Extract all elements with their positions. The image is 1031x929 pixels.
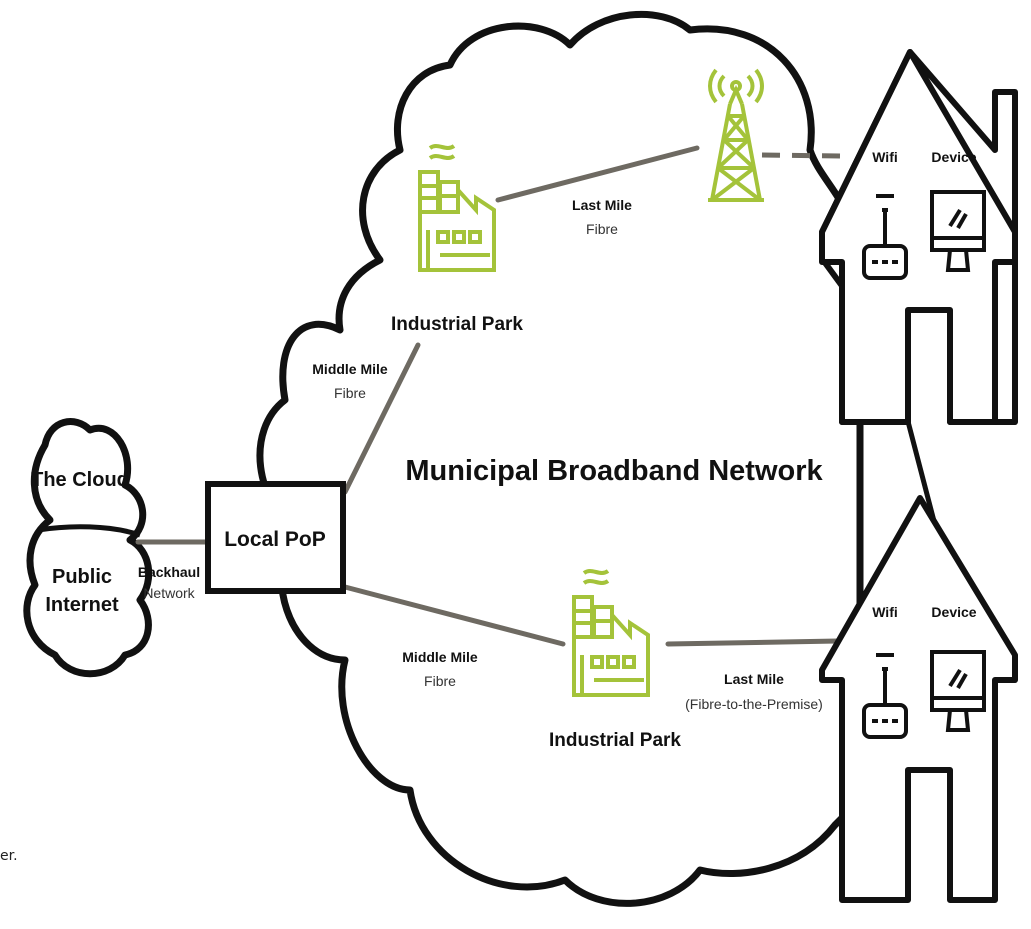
- cell-tower-icon: [708, 68, 764, 202]
- backhaul-label: Backhaul: [138, 564, 200, 580]
- monitor-icon: [930, 650, 986, 732]
- last-mile-top-label: Last Mile: [572, 197, 632, 213]
- stray-caption-text: er.: [0, 848, 18, 864]
- cloud-label: The Cloud: [31, 469, 129, 491]
- internet-label-line1: Public: [52, 566, 112, 588]
- router-icon: [862, 194, 908, 280]
- last-mile-bottom-label: Last Mile: [724, 671, 784, 687]
- device-label-top: Device: [931, 149, 976, 165]
- last-mile-bottom-sublabel: (Fibre-to-the-Premise): [685, 696, 823, 712]
- wifi-label-top: Wifi: [872, 149, 898, 165]
- middle-mile-bottom-link: [342, 584, 566, 647]
- middle-mile-bottom-sublabel: Fibre: [424, 673, 456, 689]
- monitor-icon: [930, 190, 986, 272]
- diagram-title: Municipal Broadband Network: [405, 455, 823, 487]
- wireless-link: [761, 152, 841, 159]
- house-connector: [902, 409, 938, 526]
- backhaul-sublabel: Network: [143, 585, 195, 601]
- device-label-bottom: Device: [931, 604, 976, 620]
- last-mile-top-sublabel: Fibre: [586, 221, 618, 237]
- middle-mile-top-label: Middle Mile: [312, 361, 388, 377]
- last-mile-top-link: [495, 145, 700, 203]
- middle-mile-bottom-label: Middle Mile: [402, 649, 478, 665]
- middle-mile-top-link: [342, 342, 421, 495]
- local-pop-label: Local PoP: [224, 528, 326, 551]
- internet-label-line2: Internet: [45, 594, 119, 616]
- factory-icon: [418, 144, 496, 272]
- factory-icon: [572, 569, 650, 697]
- house-icon-roof: [819, 49, 1018, 425]
- internet-cloud-divider: [37, 524, 141, 538]
- internet-cloud-outline: [23, 418, 153, 678]
- last-mile-bottom-link: [665, 638, 841, 647]
- house-icon: [819, 495, 1018, 903]
- local-pop-box: [205, 481, 346, 594]
- industrial-park-top-label: Industrial Park: [391, 314, 523, 335]
- industrial-park-bottom-label: Industrial Park: [549, 730, 681, 751]
- router-icon: [862, 653, 908, 739]
- wifi-label-bottom: Wifi: [872, 604, 898, 620]
- middle-mile-top-sublabel: Fibre: [334, 385, 366, 401]
